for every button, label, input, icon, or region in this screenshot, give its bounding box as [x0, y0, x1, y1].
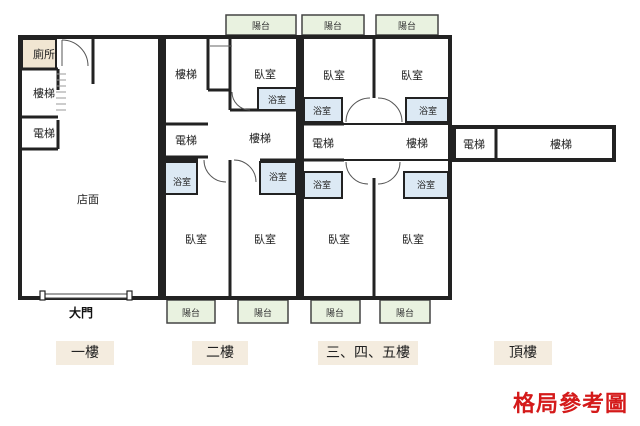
label-bathroom-3f-bottom-left: 浴室 — [313, 179, 331, 191]
room-labels: 廁所 樓梯 電梯 店面 樓梯 臥室 浴室 電梯 樓梯 浴室 浴室 臥室 臥室 臥… — [33, 20, 572, 319]
label-stairs-2f: 樓梯 — [249, 131, 271, 145]
balconies-bottom — [166, 299, 431, 324]
label-bedroom-2f-top: 臥室 — [254, 67, 276, 81]
floor-tag-1f: 一樓 — [56, 341, 114, 365]
label-bedroom-2f-right: 臥室 — [254, 232, 276, 246]
stair-hatch — [56, 73, 66, 111]
label-elevator-1f: 電梯 — [33, 127, 55, 140]
label-balcony-bottom-2: 陽台 — [254, 307, 272, 319]
first-floor-plan — [18, 35, 162, 301]
floor-plan: 廁所 樓梯 電梯 店面 樓梯 臥室 浴室 電梯 樓梯 浴室 浴室 臥室 臥室 臥… — [18, 14, 616, 324]
floor-tag-roof: 頂樓 — [494, 341, 552, 365]
balconies-top — [225, 14, 439, 36]
label-stairs-3f: 樓梯 — [406, 136, 428, 150]
label-bathroom-2f-left: 浴室 — [173, 176, 191, 188]
label-balcony-top-2: 陽台 — [324, 20, 342, 32]
label-elevator-roof: 電梯 — [463, 138, 485, 151]
label-shop: 店面 — [77, 192, 99, 206]
label-toilet: 廁所 — [33, 47, 55, 61]
label-balcony-bottom-4: 陽台 — [396, 307, 414, 319]
label-balcony-bottom-3: 陽台 — [326, 307, 344, 319]
label-elevator-3f: 電梯 — [312, 137, 334, 150]
label-balcony-top-3: 陽台 — [398, 20, 416, 32]
label-bathroom-2f-right: 浴室 — [269, 171, 287, 183]
roof-plan — [452, 125, 616, 162]
floor-tag-3f-5f: 三、四、五樓 — [318, 341, 418, 365]
label-bathroom-3f-top-left: 浴室 — [313, 105, 331, 117]
label-elevator-2f: 電梯 — [175, 134, 197, 147]
label-bedroom-3f-top-left: 臥室 — [323, 68, 345, 82]
main-door-label: 大門 — [69, 306, 94, 320]
label-bedroom-3f-bottom-right: 臥室 — [402, 232, 424, 246]
label-stairs-1f: 樓梯 — [33, 86, 55, 100]
plan-title: 格局參考圖 — [512, 391, 628, 417]
label-bedroom-2f-left: 臥室 — [185, 232, 207, 246]
label-balcony-top-1: 陽台 — [252, 20, 270, 32]
label-bathroom-3f-bottom-right: 浴室 — [417, 179, 435, 191]
label-bedroom-3f-bottom-left: 臥室 — [328, 232, 350, 246]
label-bedroom-3f-top-right: 臥室 — [401, 68, 423, 82]
label-balcony-bottom-1: 陽台 — [182, 307, 200, 319]
floor-tag-2f: 二樓 — [192, 341, 248, 365]
second-floor-plan — [162, 35, 300, 300]
label-stairs-roof: 樓梯 — [550, 137, 572, 151]
label-stairs-2f-left: 樓梯 — [175, 67, 197, 81]
label-bathroom-3f-top-right: 浴室 — [419, 105, 437, 117]
label-bathroom-2f-top: 浴室 — [268, 94, 286, 106]
third-fifth-floor-plan — [300, 35, 452, 300]
